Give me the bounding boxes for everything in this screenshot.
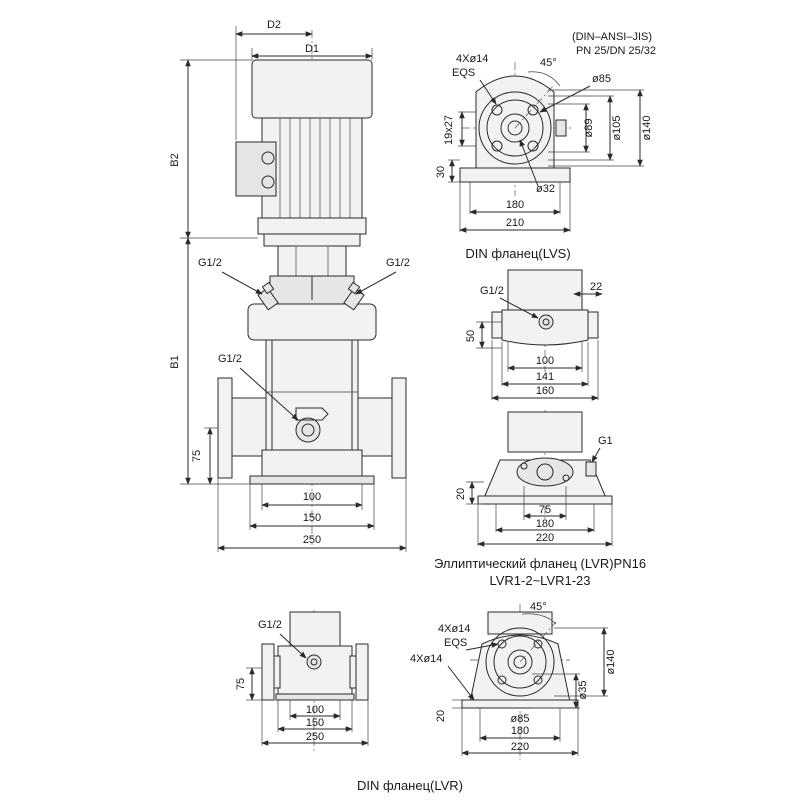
din-lvs-d105: ø105 xyxy=(611,115,623,140)
din-lvs-slot: 19x27 xyxy=(443,115,455,145)
outlet-flange xyxy=(391,377,407,479)
din-lvs-bolts: 4Xø14 xyxy=(456,53,488,65)
dim-b2-label: B2 xyxy=(169,153,181,166)
din-lvs-angle: 45° xyxy=(540,57,557,69)
din-lvs-dim-210: 210 xyxy=(506,217,524,229)
coupling-housing xyxy=(277,245,347,277)
din-lvr-caption: DIN фланец(LVR) xyxy=(357,778,463,793)
inlet-flange xyxy=(217,377,233,479)
g-right-label: G1/2 xyxy=(386,257,410,269)
dim-75-label: 75 xyxy=(191,450,203,462)
g-left-label: G1/2 xyxy=(198,257,222,269)
din-lvs-d140: ø140 xyxy=(641,115,653,140)
din-lvs-pressure: PN 25/DN 25/32 xyxy=(576,45,656,57)
din-lvr-top-dim-20: 20 xyxy=(435,710,447,722)
motor-fan-cover xyxy=(251,59,373,119)
din-lvr-side-dim-250: 250 xyxy=(306,731,324,743)
din-lvs-standard: (DIN–ANSI–JIS) xyxy=(572,31,652,43)
terminal-box xyxy=(235,141,277,197)
din-lvr-side-view: G1/2 75 100 150 250 xyxy=(235,610,369,752)
lvr-top-caption-2: LVR1-2~LVR1-23 xyxy=(489,573,590,588)
dim-d1-label: D1 xyxy=(305,43,319,55)
lvr-side-view: G1/2 22 50 100 141 160 xyxy=(465,269,603,401)
din-lvs-dim-180: 180 xyxy=(506,199,524,211)
din-lvs-d32: ø32 xyxy=(536,183,555,195)
din-lvr-top-bolts: 4Xø14 xyxy=(438,623,470,635)
din-lvr-top-d85: ø85 xyxy=(511,713,530,725)
din-lvs-dim-30: 30 xyxy=(435,166,447,178)
din-lvs-view: (DIN–ANSI–JIS) PN 25/DN 25/32 4Xø14 EQS … xyxy=(435,31,656,261)
motor-body xyxy=(261,117,363,219)
pump-head xyxy=(247,303,377,341)
g-mid-label: G1/2 xyxy=(218,353,242,365)
lvr-side-dim-22: 22 xyxy=(590,281,602,293)
lvr-top-g: G1 xyxy=(598,435,613,447)
din-lvr-top-d35: ø35 xyxy=(577,681,589,700)
lvr-elliptical-flange xyxy=(516,457,574,487)
front-view: D2 D1 B2 B1 75 G1/2 G1/2 G1/2 100 150 xyxy=(169,19,410,552)
din-lvr-top-bolts-base: 4Xø14 xyxy=(410,653,442,665)
drain-plug xyxy=(295,417,321,443)
din-lvs-flange-outer xyxy=(478,91,552,165)
lvr-top-dim-180: 180 xyxy=(536,518,554,530)
din-lvr-top-view: 45° 4Xø14 EQS 4Xø14 ø140 ø35 20 ø85 180 … xyxy=(410,601,617,760)
lvr-top-dim-220: 220 xyxy=(536,532,554,544)
vent-plug-left xyxy=(257,281,279,311)
din-lvr-side-dim-75: 75 xyxy=(235,678,247,690)
dim-b1-label: B1 xyxy=(169,355,181,368)
din-lvr-top-d140: ø140 xyxy=(605,649,617,674)
din-lvs-d89: ø89 xyxy=(583,119,595,138)
din-lvs-caption: DIN фланец(LVS) xyxy=(465,246,570,261)
din-lvr-top-eqs: EQS xyxy=(444,637,467,649)
dim-100-label: 100 xyxy=(303,491,321,503)
lvr-side-dim-160: 160 xyxy=(536,385,554,397)
lvr-side-dim-50: 50 xyxy=(465,330,477,342)
din-lvr-side-dim-100: 100 xyxy=(306,704,324,716)
din-lvr-top-dim-180: 180 xyxy=(511,725,529,737)
lvr-side-g: G1/2 xyxy=(480,285,504,297)
din-lvs-eqs: EQS xyxy=(452,67,475,79)
lvr-side-dim-100: 100 xyxy=(536,355,554,367)
dim-150-label: 150 xyxy=(303,512,321,524)
lvr-top-dim-20: 20 xyxy=(455,488,467,500)
dim-250-label: 250 xyxy=(303,534,321,546)
din-lvs-d85: ø85 xyxy=(592,73,611,85)
din-lvr-top-angle: 45° xyxy=(530,601,547,613)
lvr-side-dim-141: 141 xyxy=(536,371,554,383)
lvr-top-caption-1: Эллиптический фланец (LVR)PN16 xyxy=(434,556,646,571)
din-lvr-top-dim-220: 220 xyxy=(511,741,529,753)
din-lvr-side-g: G1/2 xyxy=(258,619,282,631)
dim-d2-label: D2 xyxy=(267,19,281,31)
din-lvr-flange-outer xyxy=(485,627,555,697)
lvr-top-dim-75: 75 xyxy=(539,504,551,516)
lvr-top-view: G1 20 75 180 220 Эллиптический фланец (L… xyxy=(434,410,646,588)
din-lvr-side-dim-150: 150 xyxy=(306,717,324,729)
